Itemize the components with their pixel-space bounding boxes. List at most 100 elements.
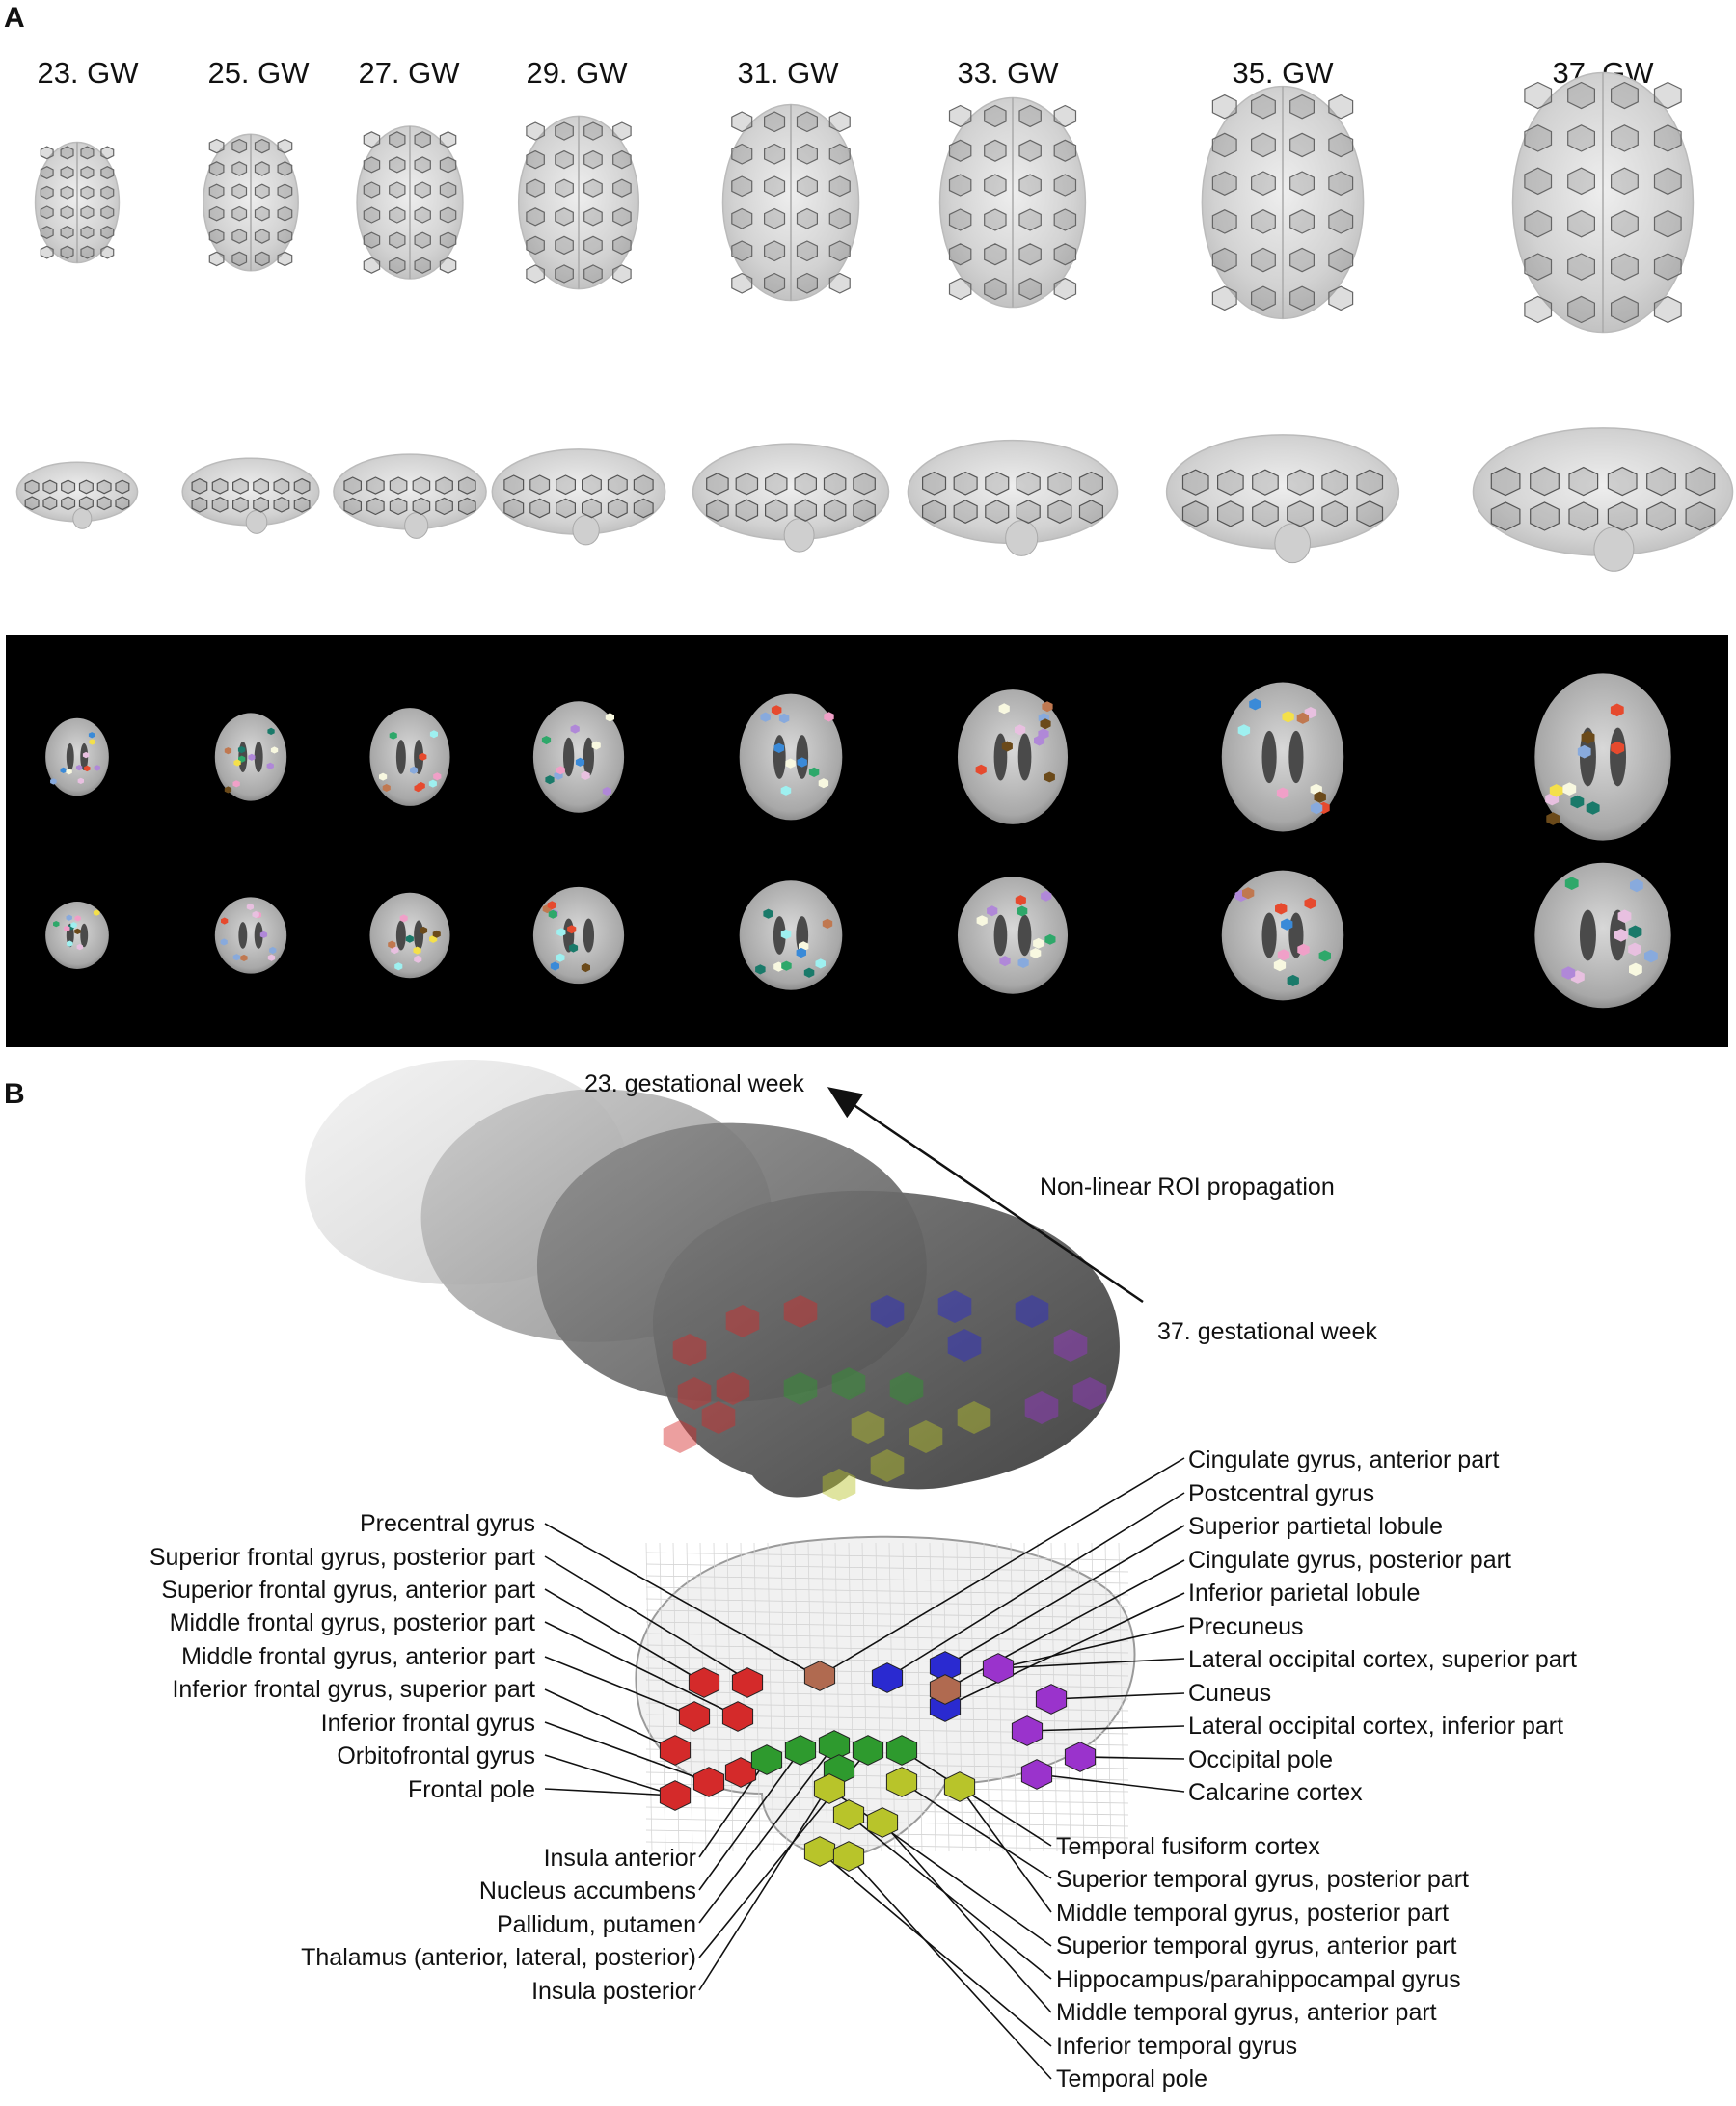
- roi-hexagon: [803, 1660, 836, 1691]
- roi-marker: [1287, 974, 1299, 986]
- brainstem: [72, 507, 93, 529]
- slice-outline: [532, 701, 625, 813]
- roi-marker: [269, 946, 277, 955]
- roi-hexagon: [1047, 500, 1072, 524]
- leader-line: [886, 1492, 1185, 1679]
- roi-hexagon: [706, 499, 729, 522]
- label-precuneus: Precuneus: [1188, 1613, 1304, 1640]
- roi-hexagon: [1530, 501, 1560, 531]
- leader-line: [544, 1523, 821, 1679]
- roi-hexagon: [1328, 247, 1354, 273]
- roi-hexagon: [208, 138, 225, 154]
- roi-hexagon: [948, 208, 972, 231]
- roi-hexagon: [706, 472, 729, 496]
- roi-hexagon: [1653, 253, 1682, 281]
- roi-hexagon: [503, 474, 525, 496]
- week-label: 27. GW: [358, 56, 460, 90]
- mesh-line: [645, 1552, 1129, 1561]
- roi-hexagon: [612, 122, 632, 141]
- roi-hexagon: [612, 207, 632, 227]
- roi-marker: [84, 765, 91, 772]
- roi-hexagon: [363, 206, 381, 224]
- roi-marker: [89, 739, 95, 745]
- ventricle: [414, 740, 424, 774]
- roi-marker: [602, 787, 611, 796]
- leader-line: [698, 1749, 801, 1891]
- mesh-line: [1064, 1542, 1071, 1852]
- roi-hexagon: [1252, 469, 1279, 496]
- roi-marker: [237, 746, 246, 754]
- ventricle: [1261, 912, 1277, 958]
- roi-hexagon: [1047, 471, 1072, 496]
- roi-hexagon: [1252, 500, 1279, 527]
- roi-marker: [70, 922, 77, 929]
- roi-hexagon: [435, 476, 453, 495]
- roi-hexagon: [254, 251, 270, 267]
- roi-hexagon: [750, 1744, 783, 1775]
- roi-hexagon: [948, 104, 972, 128]
- roi-hexagon: [1567, 295, 1596, 324]
- label-stg-anterior: Superior temporal gyrus, anterior part: [1056, 1932, 1457, 1959]
- week-label: 31. GW: [737, 56, 839, 90]
- roi-marker: [429, 730, 438, 739]
- roi-hexagon: [277, 229, 293, 244]
- roi-hexagon: [366, 497, 385, 516]
- roi-hexagon: [273, 477, 290, 495]
- roi-hexagon: [414, 156, 431, 174]
- roi-hexagon: [1211, 132, 1237, 158]
- leader-line: [544, 1721, 710, 1783]
- roi-marker: [581, 963, 590, 973]
- roi-marker: [1564, 877, 1579, 890]
- roi-hexagon: [526, 149, 545, 170]
- leader-line: [848, 1855, 1052, 2080]
- roi-marker: [74, 915, 81, 922]
- mesh-line: [780, 1542, 788, 1852]
- roi-marker: [1282, 711, 1294, 723]
- axial-brain: [203, 133, 299, 272]
- roi-hexagon: [948, 243, 972, 266]
- roi-hexagon: [60, 166, 74, 179]
- sagittal-brain: [1165, 434, 1400, 564]
- roi-hexagon: [555, 235, 574, 256]
- roi-marker: [246, 903, 254, 910]
- roi-hexagon: [763, 207, 786, 230]
- roi-hexagon: [414, 206, 431, 224]
- roi-marker: [1042, 701, 1053, 713]
- mesh-line: [645, 1563, 1129, 1573]
- roi-hexagon: [96, 479, 112, 495]
- brainstem: [245, 509, 268, 534]
- roi-hexagon: [211, 497, 229, 513]
- slice-outline: [739, 693, 843, 821]
- roi-hexagon: [764, 499, 788, 522]
- roi-hexagon: [40, 226, 54, 239]
- roi-hexagon: [612, 235, 632, 256]
- label-temporal-fusiform: Temporal fusiform cortex: [1056, 1833, 1320, 1860]
- roi-hexagon: [1490, 466, 1521, 497]
- roi-marker: [824, 712, 834, 722]
- roi-hexagon: [526, 207, 545, 227]
- roi-hexagon: [583, 264, 603, 284]
- roi-marker: [1546, 812, 1560, 825]
- ventricle: [773, 916, 786, 955]
- leader-line: [997, 1625, 1185, 1669]
- roi-marker: [270, 746, 279, 754]
- roi-marker: [267, 727, 275, 735]
- roi-hexagon: [503, 498, 525, 519]
- roi-marker: [1034, 735, 1045, 746]
- mesh-line: [645, 1795, 1129, 1804]
- roi-hexagon: [823, 472, 847, 496]
- ventricle: [1017, 914, 1032, 957]
- roi-hexagon: [439, 231, 457, 249]
- roi-hexagon: [526, 235, 545, 256]
- roi-marker: [1276, 787, 1289, 799]
- ventricle: [254, 742, 263, 772]
- leader-line: [944, 1525, 1185, 1667]
- sagittal-brain: [333, 453, 487, 539]
- roi-hexagon: [208, 161, 225, 176]
- roi-hexagon: [678, 1701, 711, 1732]
- roi-hexagon: [343, 476, 362, 495]
- leader-line: [544, 1588, 705, 1684]
- roi-marker: [1617, 909, 1632, 923]
- roi-hexagon: [389, 131, 406, 148]
- roi-marker: [556, 766, 565, 775]
